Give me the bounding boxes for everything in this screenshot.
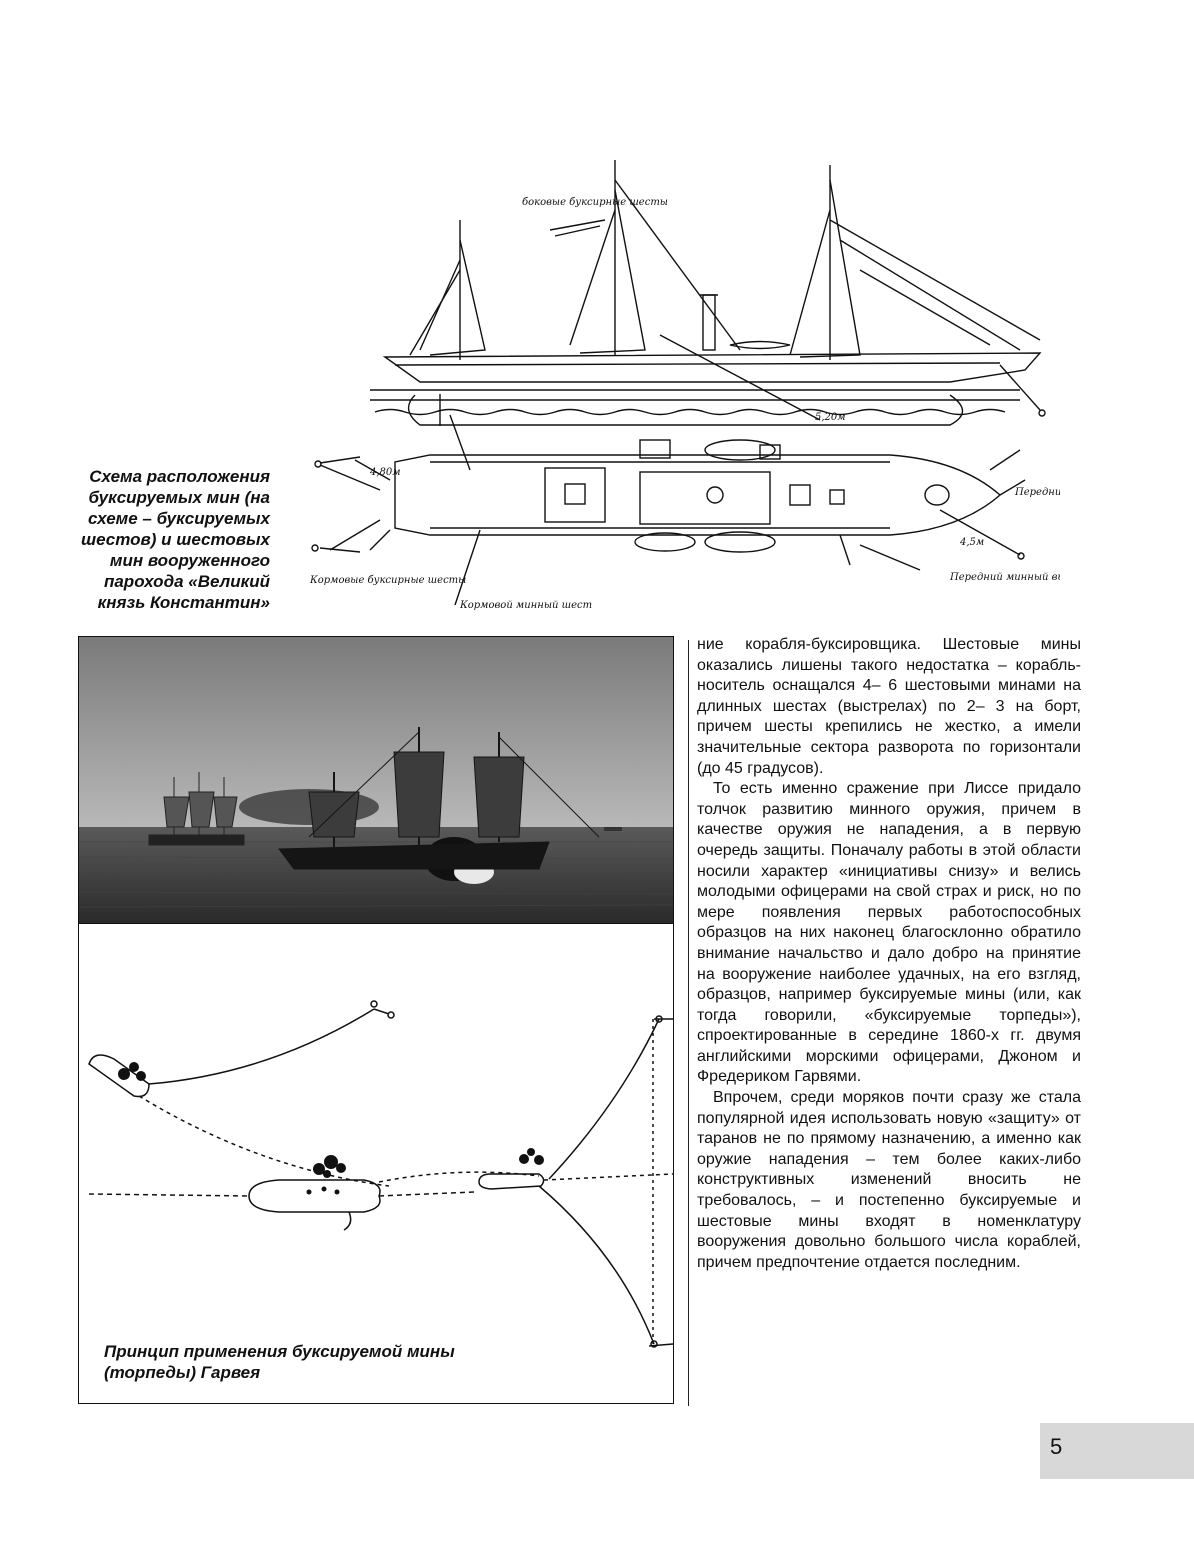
illustration-frame <box>78 636 674 1404</box>
label-stern-pole: Кормовой минный шест <box>459 600 592 611</box>
label-dim-fore: 4,5м <box>959 537 984 548</box>
label-dim-stern: 4,80м <box>369 467 401 478</box>
page-number: 5 <box>1050 1434 1063 1459</box>
label-fore-boom: Передний минный выстрел <box>949 572 1060 583</box>
garvey-mine-scheme <box>88 1000 673 1348</box>
ship-mine-diagram: боковые буксирные шесты Передний шест Пе… <box>309 160 1060 611</box>
scheme-caption: Принцип применения буксируемой мины (тор… <box>104 1342 455 1382</box>
article-paragraph: ние корабля-буксировщика. Шестовые мины … <box>697 636 1081 777</box>
column-divider <box>688 640 689 1406</box>
label-stern-tow-poles: Кормовые буксирные шесты <box>309 575 466 586</box>
article-paragraph: Впрочем, среди моряков почти сразу же ст… <box>697 1089 1081 1271</box>
label-fore-pole: Передний шест <box>1014 487 1060 498</box>
diagram-caption: Схема расположения буксируемых мин (на с… <box>80 467 270 612</box>
label-dim-side: 5,20м <box>815 412 846 423</box>
article-paragraph: То есть именно сражение при Лиссе придал… <box>697 780 1081 1086</box>
label-side-poles: боковые буксирные шесты <box>522 197 668 208</box>
naval-battle-engraving <box>79 637 673 923</box>
article-text: ние корабля-буксировщика. Шестовые мины … <box>697 635 1081 1273</box>
page-number-box: 5 <box>1040 1423 1194 1479</box>
illustration-divider <box>79 923 673 924</box>
